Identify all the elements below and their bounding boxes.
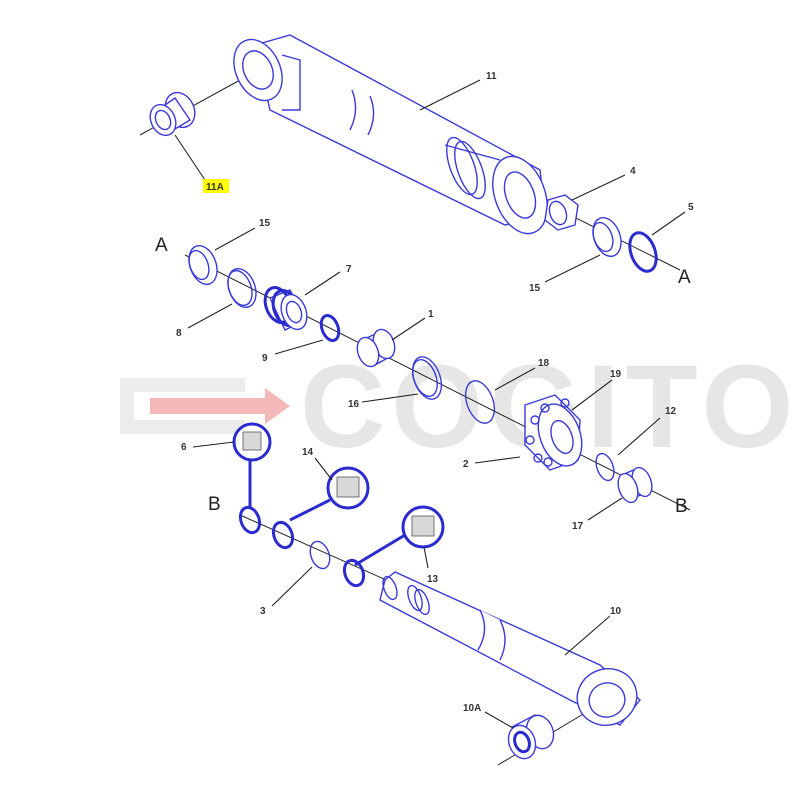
label-6[interactable]: 6	[181, 442, 187, 453]
label-15-right[interactable]: 15	[529, 283, 541, 294]
seal-part-5[interactable]	[625, 229, 661, 275]
label-10a[interactable]: 10A	[463, 703, 481, 714]
section-mark-b-right: B	[675, 496, 688, 517]
seal-part-6[interactable]	[237, 505, 263, 536]
label-12[interactable]: 12	[665, 406, 677, 417]
ring-part-9[interactable]	[318, 313, 342, 343]
label-8[interactable]: 8	[176, 328, 182, 339]
piston-rod-part-10[interactable]	[379, 571, 645, 734]
label-9[interactable]: 9	[262, 353, 268, 364]
seal-part-16[interactable]	[407, 353, 446, 403]
bushing-part-10a[interactable]	[504, 712, 558, 763]
section-mark-b-left: B	[208, 494, 221, 515]
seal-part-18[interactable]	[460, 377, 499, 427]
bearing-part-1[interactable]	[353, 326, 398, 369]
label-10[interactable]: 10	[610, 606, 622, 617]
label-17[interactable]: 17	[572, 521, 584, 532]
leader-lines	[174, 79, 686, 729]
label-5[interactable]: 5	[688, 202, 694, 213]
piston-part-2[interactable]	[524, 394, 590, 472]
ring-part-17[interactable]	[614, 465, 655, 505]
ring-part-15-right[interactable]	[588, 214, 626, 260]
label-16[interactable]: 16	[348, 399, 360, 410]
nut-part-4[interactable]	[544, 194, 579, 231]
watermark-arrow	[150, 388, 290, 424]
gland-part-7[interactable]	[261, 284, 312, 333]
seal-part-6-detail[interactable]	[232, 422, 272, 462]
label-19[interactable]: 19	[610, 369, 622, 380]
seal-part-13-detail[interactable]	[401, 505, 445, 549]
label-7[interactable]: 7	[346, 264, 352, 275]
label-4[interactable]: 4	[630, 166, 636, 177]
label-13[interactable]: 13	[427, 574, 439, 585]
callout-labels: 11 11A 4 5 15 15 7 8 9 1 18 16 19 2 12 1…	[176, 71, 694, 714]
seal-part-12[interactable]	[593, 451, 618, 483]
seal-part-8[interactable]	[223, 265, 261, 311]
watermark: COGITO	[120, 341, 793, 473]
seal-kit-links	[248, 460, 406, 567]
label-2[interactable]: 2	[463, 459, 469, 470]
label-11[interactable]: 11	[486, 71, 497, 82]
label-3[interactable]: 3	[260, 606, 266, 617]
label-14[interactable]: 14	[302, 447, 314, 458]
highlight-11a	[203, 179, 229, 193]
label-1[interactable]: 1	[428, 309, 434, 320]
seal-part-14-detail[interactable]	[326, 466, 370, 510]
cylinder-barrel-part-11[interactable]	[225, 32, 558, 241]
seal-part-14[interactable]	[270, 520, 296, 551]
seal-part-3[interactable]	[307, 539, 333, 571]
bushing-part-11a[interactable]	[145, 88, 200, 140]
label-15-left[interactable]: 15	[259, 218, 271, 229]
label-11a[interactable]: 11A	[206, 182, 224, 193]
label-18[interactable]: 18	[538, 358, 550, 369]
section-marks: A A B B	[155, 235, 691, 517]
ring-part-15-left[interactable]	[184, 242, 222, 288]
section-mark-a-right: A	[678, 267, 691, 288]
section-mark-a-left: A	[155, 235, 168, 256]
seal-part-13[interactable]	[341, 558, 367, 589]
